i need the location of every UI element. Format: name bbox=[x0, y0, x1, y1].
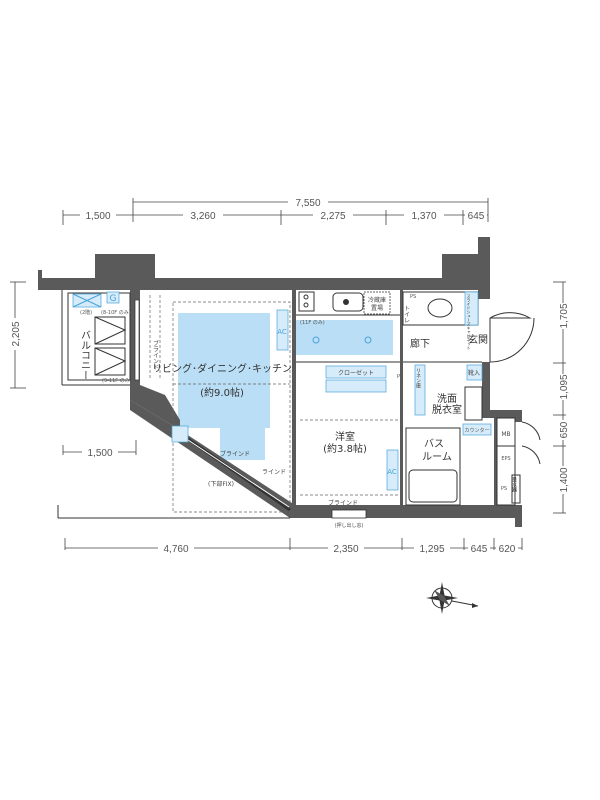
fridge-label: 置場 bbox=[371, 304, 383, 312]
washroom-label: 洗面 bbox=[437, 393, 457, 405]
dim-balcony-width: 1,500 bbox=[87, 448, 112, 459]
washbasin-icon bbox=[464, 386, 483, 421]
dim-top: 3,260 bbox=[190, 211, 215, 222]
mb-door[interactable] bbox=[521, 421, 541, 441]
shoe-storage bbox=[466, 364, 483, 381]
outlet-panel bbox=[171, 425, 189, 443]
ldk-floor bbox=[220, 428, 265, 460]
top-dimensions: 7,550 1,500 3,260 2,275 1,370 645 bbox=[62, 196, 489, 225]
fridge-label: 冷蔵庫 bbox=[368, 296, 386, 304]
dim-top-total: 7,550 bbox=[295, 198, 320, 209]
shoe-cabinet bbox=[464, 291, 479, 326]
bathtub-icon bbox=[408, 469, 458, 503]
lower-fix-label: (下部FIX) bbox=[208, 480, 234, 488]
note: (11F のみ) bbox=[300, 320, 325, 326]
kitchen-floor bbox=[293, 320, 393, 355]
western-room-size: (約3.8帖) bbox=[323, 442, 367, 455]
ldk-floor bbox=[178, 313, 270, 428]
toilet-icon bbox=[427, 298, 453, 318]
ldk-label: リビング･ダイニング･キッチン bbox=[152, 362, 292, 375]
dim-bottom: 2,350 bbox=[333, 544, 358, 555]
ldk-size: (約9.0帖) bbox=[200, 386, 244, 399]
bath-label: ルーム bbox=[422, 451, 452, 463]
closet-shelf bbox=[325, 379, 387, 393]
right-dimensions: 1,705 1,095 650 1,400 bbox=[553, 281, 570, 514]
dim-top: 645 bbox=[468, 211, 485, 222]
push-out-window[interactable] bbox=[331, 509, 367, 519]
ac-unit bbox=[386, 449, 399, 491]
bath-label: バス bbox=[424, 438, 444, 450]
blind-label: ブラインド bbox=[152, 339, 159, 370]
gas-meter-icon: G bbox=[110, 294, 117, 304]
dim-right: 650 bbox=[559, 421, 570, 438]
dim-bottom: 620 bbox=[499, 544, 516, 555]
ac-unit bbox=[276, 309, 289, 351]
dim-left: 2,205 bbox=[11, 321, 22, 346]
dim-top: 1,500 bbox=[85, 211, 110, 222]
blind-label: ブラインド bbox=[328, 499, 358, 507]
washroom-label: 脱衣室 bbox=[432, 403, 462, 416]
window[interactable] bbox=[134, 299, 140, 381]
toilet-label: トイレ bbox=[403, 305, 410, 323]
left-dimensions: 2,205 1,500 bbox=[8, 281, 137, 459]
bathroom bbox=[405, 427, 461, 506]
closet[interactable] bbox=[325, 365, 387, 379]
counter-label: カウンター bbox=[464, 427, 489, 434]
dim-bottom: 645 bbox=[471, 544, 488, 555]
dim-right: 1,705 bbox=[559, 303, 570, 328]
dim-right: 1,095 bbox=[559, 374, 570, 399]
blind-label: ブラインド bbox=[220, 450, 250, 458]
dim-right: 1,400 bbox=[559, 467, 570, 492]
slide-cabinet-label: スライドシューズキャビネット bbox=[467, 294, 472, 350]
blind-label: ラインド bbox=[262, 469, 286, 476]
linen-storage bbox=[414, 364, 426, 416]
dim-top: 2,275 bbox=[320, 211, 345, 222]
entry-door[interactable] bbox=[489, 312, 532, 319]
stove-icon bbox=[298, 291, 315, 312]
mb-label: MB bbox=[501, 431, 510, 438]
note: (9-11F のみ) bbox=[102, 378, 132, 384]
counter bbox=[462, 423, 492, 436]
balcony: G (2階) (8-10F のみ) (9-11F のみ) バルコニー bbox=[67, 291, 132, 384]
ac-label: AC bbox=[277, 328, 287, 336]
closet-label: クローゼット bbox=[338, 369, 374, 377]
shoe-storage-label: 靴入 bbox=[468, 369, 480, 377]
ps-label: PS bbox=[410, 294, 416, 300]
ac-label: AC bbox=[387, 468, 397, 476]
entrance-label: 玄関 bbox=[468, 333, 488, 346]
bottom-dimensions: 4,760 2,350 1,295 645 620 bbox=[64, 538, 523, 555]
dim-top: 1,370 bbox=[411, 211, 436, 222]
kitchen: 冷蔵庫 置場 (11F のみ) bbox=[296, 291, 400, 344]
western-room-label: 洋室 bbox=[335, 430, 355, 443]
water-meter-label: 量水器 bbox=[511, 476, 517, 493]
dim-bottom: 1,295 bbox=[419, 544, 444, 555]
sink-icon bbox=[332, 292, 364, 312]
note: (8-10F のみ) bbox=[101, 310, 131, 316]
hallway-label: 廊下 bbox=[410, 337, 430, 350]
dim-bottom: 4,760 bbox=[163, 544, 188, 555]
linen-label: リネン庫 bbox=[415, 368, 421, 389]
note: (2階) bbox=[80, 309, 92, 316]
eps-label: EPS bbox=[501, 456, 510, 462]
ps-label: PS bbox=[501, 486, 507, 492]
compass-icon bbox=[426, 582, 479, 614]
balcony-label: バルコニー bbox=[79, 330, 91, 380]
ps-label: PS bbox=[397, 374, 403, 380]
push-window-label: (押し出し窓) bbox=[335, 522, 364, 529]
